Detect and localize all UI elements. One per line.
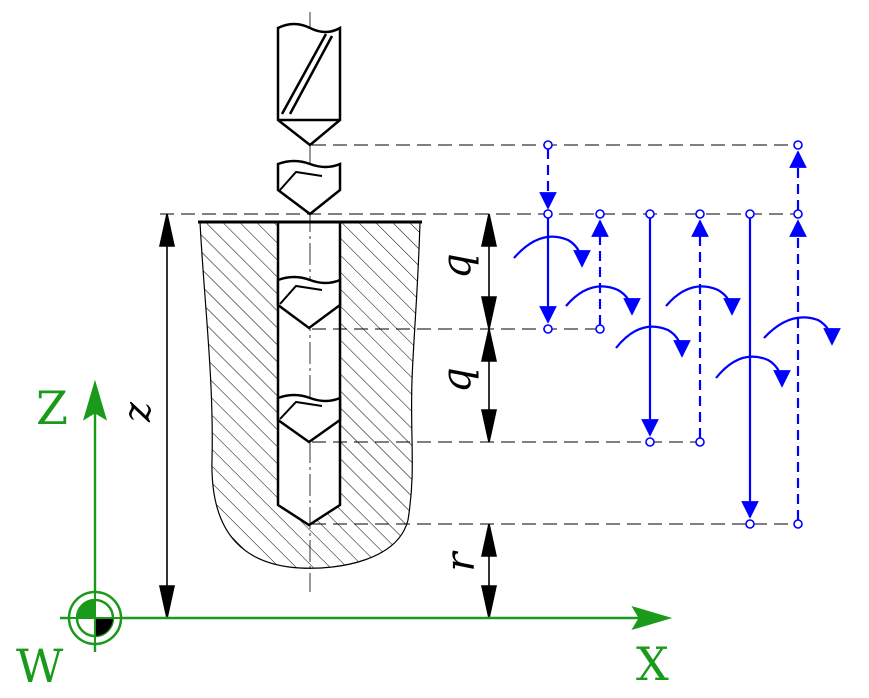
spindle-rotation-arc	[565, 285, 641, 316]
spindle-rotation-arc	[665, 285, 741, 316]
label-q-lower: q	[434, 367, 480, 393]
path-nodes	[543, 140, 803, 529]
z-axis-arrow	[82, 379, 108, 421]
workpiece-origin-icon	[67, 590, 123, 646]
hole-tip	[278, 505, 340, 525]
label-q-upper: q	[434, 253, 480, 279]
axis-label-z: Z	[36, 381, 68, 435]
level-lines	[160, 144, 798, 525]
z-arrow-bottom	[159, 585, 175, 619]
spindle-rotation-arc	[763, 316, 841, 346]
spindle-rotation-arc	[615, 325, 691, 358]
z-arrow-top	[159, 213, 175, 247]
drill-shank	[276, 22, 342, 147]
label-r: r	[438, 550, 484, 572]
axis-label-x: X	[636, 637, 669, 691]
tool-path	[513, 149, 841, 520]
origin-label-w: W	[16, 639, 64, 693]
x-axis-arrow	[631, 605, 673, 631]
drill-tip-depth-2	[276, 393, 342, 444]
spindle-rotation-arc	[513, 235, 591, 268]
label-z: z	[115, 401, 159, 423]
spindle-rotation-arc	[715, 355, 791, 388]
drill-tip-start	[276, 159, 342, 216]
drilled-hole	[278, 222, 340, 507]
dimensions	[159, 213, 497, 619]
drill-tool	[276, 22, 342, 444]
